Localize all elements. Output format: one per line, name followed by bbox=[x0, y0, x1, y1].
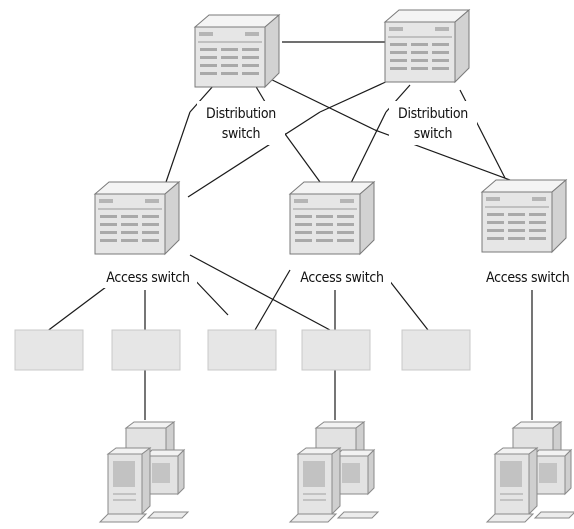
connection-lines bbox=[41, 41, 533, 420]
workstation-group-3 bbox=[486, 421, 574, 523]
hub-3 bbox=[207, 329, 277, 371]
workstation-group-2 bbox=[289, 421, 379, 523]
distribution-switch-right-label-line2: switch bbox=[414, 126, 452, 142]
access-switch-right-label: Access switch bbox=[486, 270, 569, 286]
distribution-switch-left-label-line2: switch bbox=[222, 126, 260, 142]
hub-2 bbox=[111, 329, 181, 371]
access-switch-middle bbox=[289, 181, 375, 255]
hub-1 bbox=[14, 329, 84, 371]
distribution-switch-left-label-line1: Distribution bbox=[206, 106, 276, 122]
label-backgrounds bbox=[99, 101, 574, 288]
distribution-switch-left bbox=[194, 14, 280, 88]
distribution-switch-right bbox=[384, 9, 470, 83]
access-switch-right bbox=[481, 179, 567, 253]
hub-4 bbox=[301, 329, 371, 371]
access-switch-left bbox=[94, 181, 180, 255]
workstation-group-1 bbox=[99, 421, 189, 523]
distribution-switch-right-label-line1: Distribution bbox=[398, 106, 468, 122]
access-switch-left-label: Access switch bbox=[106, 270, 189, 286]
access-switch-middle-label: Access switch bbox=[300, 270, 383, 286]
hub-5 bbox=[401, 329, 471, 371]
